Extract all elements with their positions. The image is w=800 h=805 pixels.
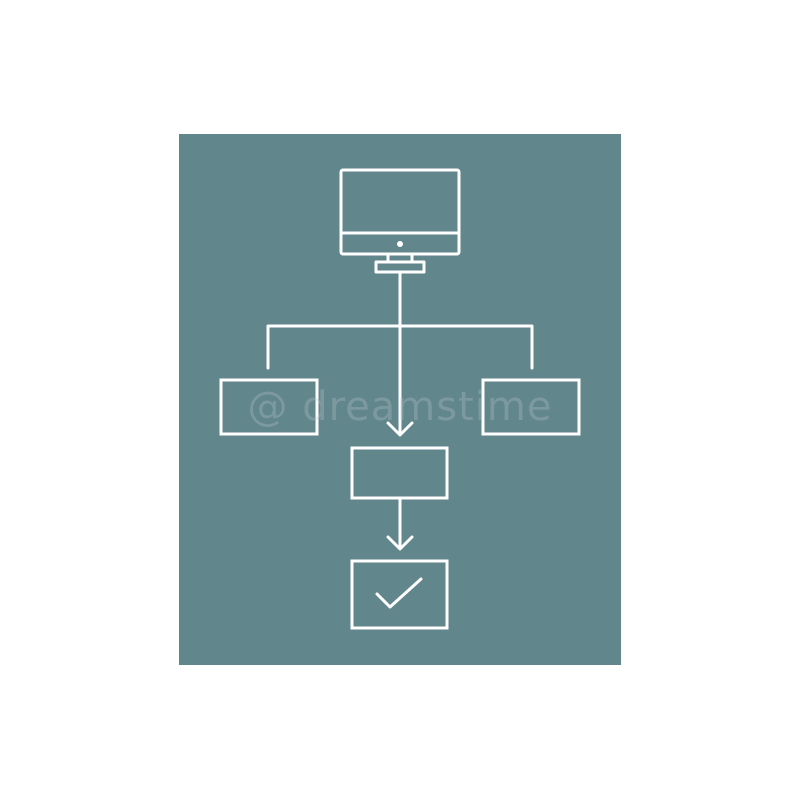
connector-lines [266, 270, 534, 551]
right-box [481, 378, 581, 436]
branch-line [266, 324, 534, 370]
check-box [350, 559, 449, 630]
checkmark-icon [375, 577, 423, 609]
arrow-head-2 [386, 535, 414, 551]
arrow-head-1 [386, 421, 414, 437]
left-box [219, 378, 319, 436]
middle-box [350, 446, 449, 500]
